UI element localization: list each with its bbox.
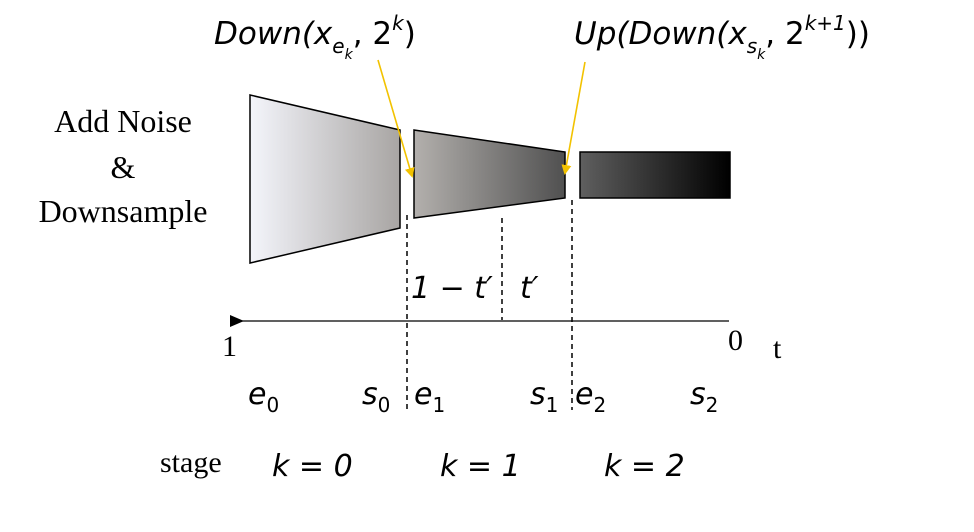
stage-k0: k = 0 — [272, 449, 353, 484]
axis-end-label: 0 — [728, 324, 743, 357]
stage-1-trapezoid — [413, 129, 566, 219]
marker-e1: e1 — [414, 377, 445, 417]
add-noise-label: Add Noise & Downsample — [39, 103, 208, 229]
axis-start-label: 1 — [222, 330, 237, 363]
up-annotation-arrow — [561, 61, 586, 175]
down-annotation-arrow — [377, 59, 415, 178]
stage-label: stage — [160, 446, 222, 479]
label-line-3: Downsample — [39, 193, 208, 229]
split-label-left: 1 − t′ — [411, 271, 493, 306]
marker-e2: e2 — [575, 377, 606, 417]
label-line-2: & — [111, 149, 136, 185]
stage-0-trapezoid — [249, 94, 401, 264]
marker-s0: s0 — [362, 377, 390, 417]
marker-e0: e0 — [248, 377, 279, 417]
stage-k1: k = 1 — [440, 449, 521, 484]
marker-s1: s1 — [530, 377, 558, 417]
marker-s2: s2 — [690, 377, 718, 417]
split-label-right: t′ — [520, 271, 539, 306]
down-annotation-text: Down(xek, 2k) — [214, 11, 416, 63]
axis-var-label: t — [773, 332, 782, 365]
stage-k2: k = 2 — [604, 449, 685, 484]
up-annotation-text: Up(Down(xsk, 2k+1)) — [574, 11, 870, 63]
stage-2-rectangle — [579, 151, 731, 199]
label-line-1: Add Noise — [54, 103, 192, 139]
